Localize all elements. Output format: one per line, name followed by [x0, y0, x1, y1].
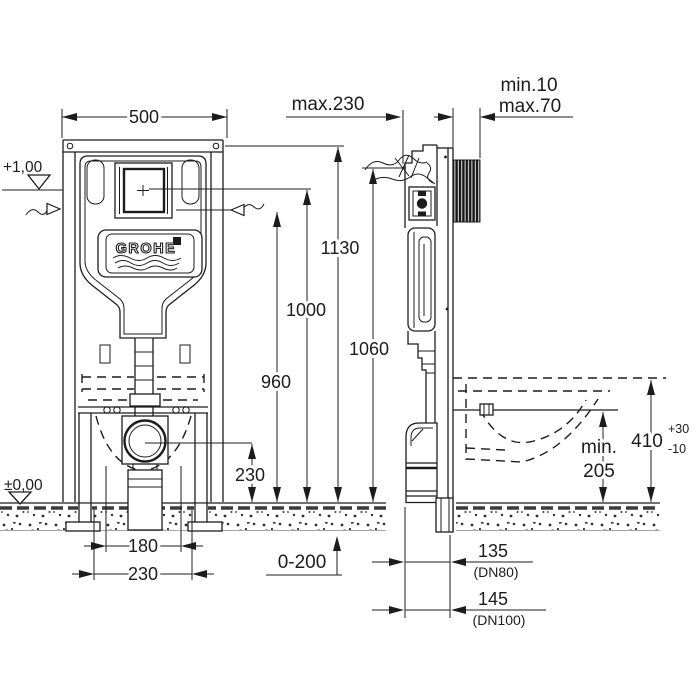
- dim-outlet-145-dn100: 145 (DN100): [372, 586, 546, 631]
- dim-label-min10: min.10: [500, 75, 557, 96]
- dim-bowl-min205: min. 205: [578, 412, 620, 502]
- dim-wall-thickness: min.10 max.70: [434, 72, 573, 158]
- flush-plate: [114, 162, 173, 219]
- wall-break-scribble: [364, 154, 436, 185]
- cistern-profile: [407, 227, 436, 332]
- dim-label-1130: 1130: [321, 238, 360, 258]
- dim-label-dn80: (DN80): [473, 564, 518, 580]
- dim-rim-height-410: 410 +30 -10: [628, 380, 692, 502]
- dim-label-230v: 230: [235, 465, 265, 485]
- dim-label-135: 135: [478, 541, 508, 561]
- drain-connection: [121, 415, 169, 531]
- level-mark-plus-1-00: +1,00: [0, 156, 63, 191]
- dim-label-500: 500: [129, 107, 159, 127]
- level-label-floor: ±0,00: [4, 477, 43, 494]
- dim-depth-max230: max.230: [286, 91, 404, 164]
- dim-bolt-spacing-180: 180: [84, 466, 203, 559]
- front-view: GROHE: [62, 139, 224, 532]
- finished-wall-section: [452, 159, 481, 223]
- logo-wave-2: [114, 260, 180, 266]
- logo-wave-1: [112, 255, 182, 261]
- brand-plate: GROHE: [97, 229, 203, 278]
- dim-outlet-135-dn80: 135 (DN80): [372, 507, 533, 618]
- logo-wave-3: [117, 265, 178, 271]
- level-triangle-upper: [26, 174, 52, 191]
- dim-label-0-200: 0-200: [278, 552, 327, 573]
- dim-label-tol-plus: +30: [668, 422, 689, 436]
- drain-elbow: [405, 422, 438, 504]
- dim-label-1000: 1000: [286, 300, 326, 320]
- dim-label-max70: max.70: [499, 96, 561, 117]
- dim-label-tol-minus: -10: [668, 442, 686, 456]
- supply-connection-box: [408, 186, 436, 221]
- foot-plate-right: [187, 521, 223, 532]
- cistern-tank: [79, 155, 207, 339]
- dim-label-205: 205: [583, 461, 615, 482]
- dim-label-145: 145: [478, 589, 508, 609]
- dim-drain-height-230: 230: [232, 444, 268, 502]
- flush-pipe: [99, 337, 191, 416]
- brand-logo-text: GROHE: [116, 241, 177, 257]
- dim-label-180: 180: [128, 536, 158, 556]
- break-arrow-right: [230, 203, 265, 217]
- dim-leg-adjust-0-200: 0-200: [266, 536, 342, 576]
- break-arrow-left: [25, 202, 61, 216]
- bowl-fixing-line: [453, 403, 618, 416]
- wall-rail: [437, 147, 454, 532]
- dim-label-min: min.: [581, 437, 617, 458]
- dim-leg-spacing-230: 230: [72, 510, 214, 587]
- side-view: [364, 144, 666, 533]
- dim-width-500: 500: [61, 104, 228, 138]
- dim-side-height-1060: 1060: [346, 169, 392, 502]
- foot-plate-left: [65, 521, 101, 532]
- level-mark-zero: ±0,00: [1, 474, 46, 505]
- dim-flush-center-1000: 1000: [283, 190, 329, 502]
- dim-inlet-960: 960: [258, 212, 294, 502]
- dim-label-410: 410: [631, 431, 663, 452]
- dim-label-max230: max.230: [292, 94, 365, 115]
- wc-bowl-dashed: [453, 377, 666, 463]
- dim-frame-height-1130: 1130: [318, 147, 362, 502]
- dim-label-230b: 230: [128, 564, 158, 584]
- side-foot: [435, 497, 454, 533]
- dim-label-1060: 1060: [349, 339, 389, 359]
- dim-label-dn100: (DN100): [473, 612, 526, 628]
- dim-label-960: 960: [261, 372, 291, 392]
- level-triangle-floor: [7, 491, 33, 505]
- lower-crossbar: [78, 406, 208, 414]
- flush-pipe-profile: [407, 331, 436, 423]
- floor-section-right: [456, 502, 660, 531]
- frame-legs: [65, 413, 223, 532]
- level-label-upper: +1,00: [3, 159, 43, 176]
- logo-square-mark: [173, 237, 181, 245]
